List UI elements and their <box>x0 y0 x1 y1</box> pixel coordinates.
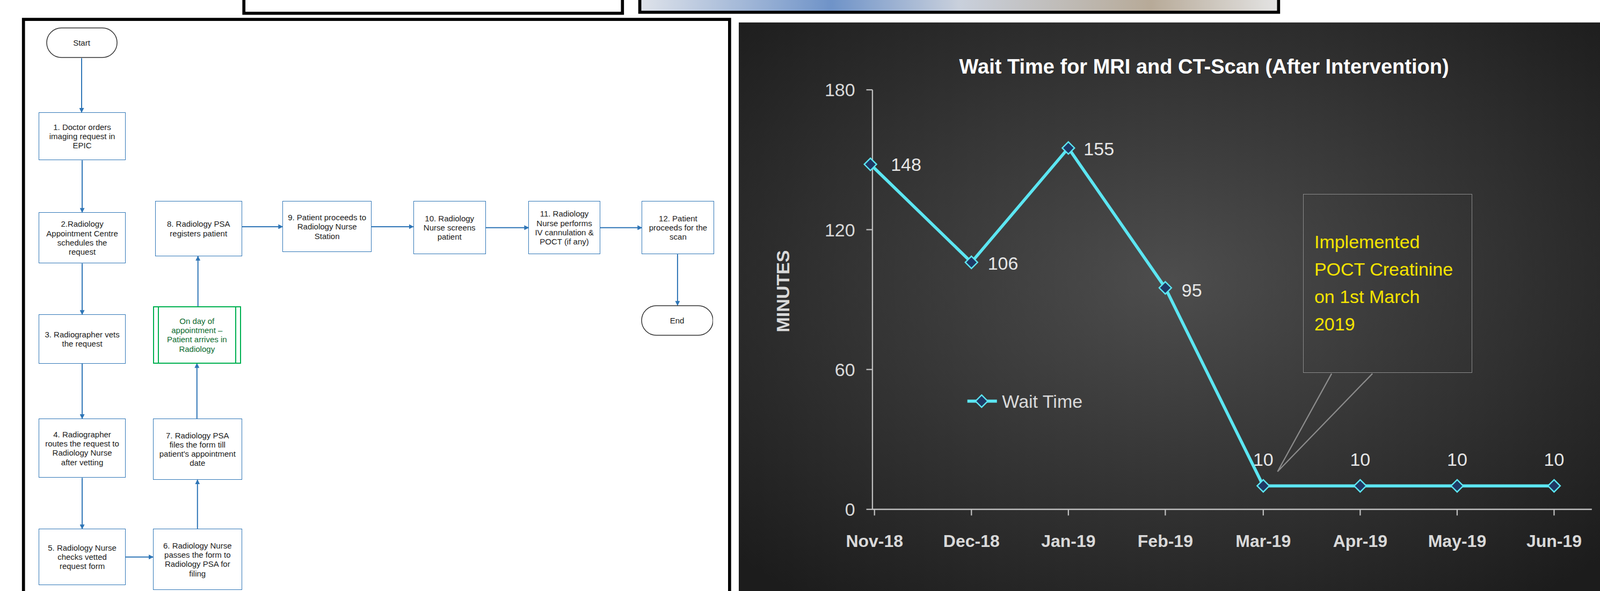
flow-arrow <box>81 57 83 113</box>
flow-arrow <box>197 479 199 529</box>
predefined-process: On day of appointment – Patient arrives … <box>153 306 241 363</box>
flow-arrow <box>196 363 198 419</box>
cropped-panel <box>243 0 623 14</box>
process-box: 10. Radiology Nurse screens patient <box>413 200 486 254</box>
node-text: On day of appointment – Patient arrives … <box>162 316 231 354</box>
data-label: 10 <box>1349 448 1371 470</box>
text-wrap: 5. Radiology Nurse checks vetted request… <box>43 542 121 571</box>
data-markers <box>864 141 1561 492</box>
node-text: 3. Radiographer vets the request <box>43 329 121 349</box>
node-text: 8. Radiology PSA registers patient <box>160 219 238 238</box>
text-wrap: 6. Radiology Nurse passes the form to Ra… <box>157 540 237 578</box>
node-text: 1. Doctor orders imaging request in EPIC <box>43 122 121 151</box>
flow-arrow <box>81 477 83 529</box>
cropped-photo <box>640 0 1279 13</box>
callout-pointer <box>1277 373 1373 471</box>
data-label: 10 <box>1446 448 1468 470</box>
text-wrap: 11. Radiology Nurse performs IV cannulat… <box>533 208 595 246</box>
text-wrap: 9. Patient proceeds to Radiology Nurse S… <box>287 212 367 241</box>
process-box: 5. Radiology Nurse checks vetted request… <box>38 528 126 585</box>
legend-text: Wait Time <box>1001 390 1083 412</box>
callout-text: Implemented POCT Creatinine on 1st March… <box>1314 228 1460 338</box>
process-box: 2.Radiology Appointment Centre schedules… <box>38 212 126 264</box>
data-label: 106 <box>987 252 1019 274</box>
process-side-bar <box>235 307 237 362</box>
process-box: 6. Radiology Nurse passes the form to Ra… <box>153 528 242 590</box>
process-box: 8. Radiology PSA registers patient <box>155 200 243 257</box>
data-label: 148 <box>890 153 922 175</box>
process-box: 3. Radiographer vets the request <box>38 314 126 363</box>
flow-arrow <box>371 226 414 228</box>
node-text: 2.Radiology Appointment Centre schedules… <box>43 219 121 257</box>
text-wrap: 4. Radiographer routes the request to Ra… <box>43 429 121 467</box>
flow-arrow <box>125 556 154 558</box>
chart-panel <box>738 22 1600 591</box>
category-label: Apr-19 <box>1333 531 1388 551</box>
node-text: 5. Radiology Nurse checks vetted request… <box>43 542 121 571</box>
terminator: End <box>641 304 714 336</box>
process-side-bar <box>157 307 159 362</box>
text-wrap: On day of appointment – Patient arrives … <box>162 316 231 354</box>
category-label: Mar-19 <box>1235 531 1291 551</box>
flow-arrow <box>81 363 83 419</box>
tick-label: 0 <box>845 498 856 520</box>
text-wrap: Start <box>73 38 91 48</box>
flow-arrow <box>600 227 643 229</box>
process-box: 12. Patient proceeds for the scan <box>641 200 715 254</box>
category-label: Dec-18 <box>943 531 1000 551</box>
callout-box: Implemented POCT Creatinine on 1st March… <box>1303 193 1473 373</box>
terminator-shape <box>641 305 714 336</box>
text-wrap: 8. Radiology PSA registers patient <box>160 219 238 238</box>
flow-panel <box>23 19 730 591</box>
text-wrap: 2.Radiology Appointment Centre schedules… <box>43 219 121 257</box>
legend-sample <box>967 394 998 407</box>
process-box: 11. Radiology Nurse performs IV cannulat… <box>528 200 600 254</box>
category-label: Nov-18 <box>845 531 904 551</box>
node-text: 11. Radiology Nurse performs IV cannulat… <box>533 208 595 246</box>
category-label: Jan-19 <box>1041 531 1096 551</box>
data-line <box>870 147 1554 486</box>
text-wrap: Implemented POCT Creatinine on 1st March… <box>1314 228 1460 338</box>
tick-label: 120 <box>824 219 856 240</box>
text-wrap: 12. Patient proceeds for the scan <box>646 213 710 242</box>
node-text: End <box>670 315 685 325</box>
tick-label: 180 <box>824 79 856 101</box>
data-label: 95 <box>1181 279 1203 301</box>
data-label: 10 <box>1253 448 1274 470</box>
node-text: 4. Radiographer routes the request to Ra… <box>43 429 121 467</box>
node-text: 10. Radiology Nurse screens patient <box>418 213 482 242</box>
process-box: 9. Patient proceeds to Radiology Nurse S… <box>282 200 372 252</box>
flow-arrow <box>677 253 679 305</box>
data-label: 10 <box>1544 448 1565 470</box>
node-text: 9. Patient proceeds to Radiology Nurse S… <box>287 212 367 241</box>
flow-arrow <box>485 227 529 229</box>
flow-arrow <box>197 256 199 307</box>
category-label: Jun-19 <box>1526 531 1582 551</box>
category-label: May-19 <box>1428 531 1487 551</box>
text-wrap: 10. Radiology Nurse screens patient <box>418 213 482 242</box>
flow-arrow <box>81 160 83 213</box>
process-box: 4. Radiographer routes the request to Ra… <box>38 418 126 478</box>
terminator: Start <box>46 27 118 58</box>
node-text: 12. Patient proceeds for the scan <box>646 213 710 242</box>
node-text: Start <box>73 38 91 48</box>
process-box: 7. Radiology PSA files the form till pat… <box>153 418 242 480</box>
process-box: 1. Doctor orders imaging request in EPIC <box>38 112 126 160</box>
data-label: 155 <box>1083 138 1115 160</box>
text-wrap: 7. Radiology PSA files the form till pat… <box>157 430 237 468</box>
axis-title: MINUTES <box>772 249 794 332</box>
category-label: Feb-19 <box>1137 531 1194 551</box>
text-wrap: 1. Doctor orders imaging request in EPIC <box>43 122 121 151</box>
text-wrap: 3. Radiographer vets the request <box>43 329 121 349</box>
node-text: 7. Radiology PSA files the form till pat… <box>157 430 237 468</box>
chart-title: Wait Time for MRI and CT-Scan (After Int… <box>959 54 1450 78</box>
tick-label: 60 <box>834 358 856 380</box>
flow-arrow <box>81 263 83 315</box>
flow-arrow <box>242 226 283 228</box>
text-wrap: End <box>670 315 685 325</box>
node-text: 6. Radiology Nurse passes the form to Ra… <box>157 540 237 578</box>
axes <box>866 89 1592 515</box>
terminator-shape <box>46 27 118 58</box>
